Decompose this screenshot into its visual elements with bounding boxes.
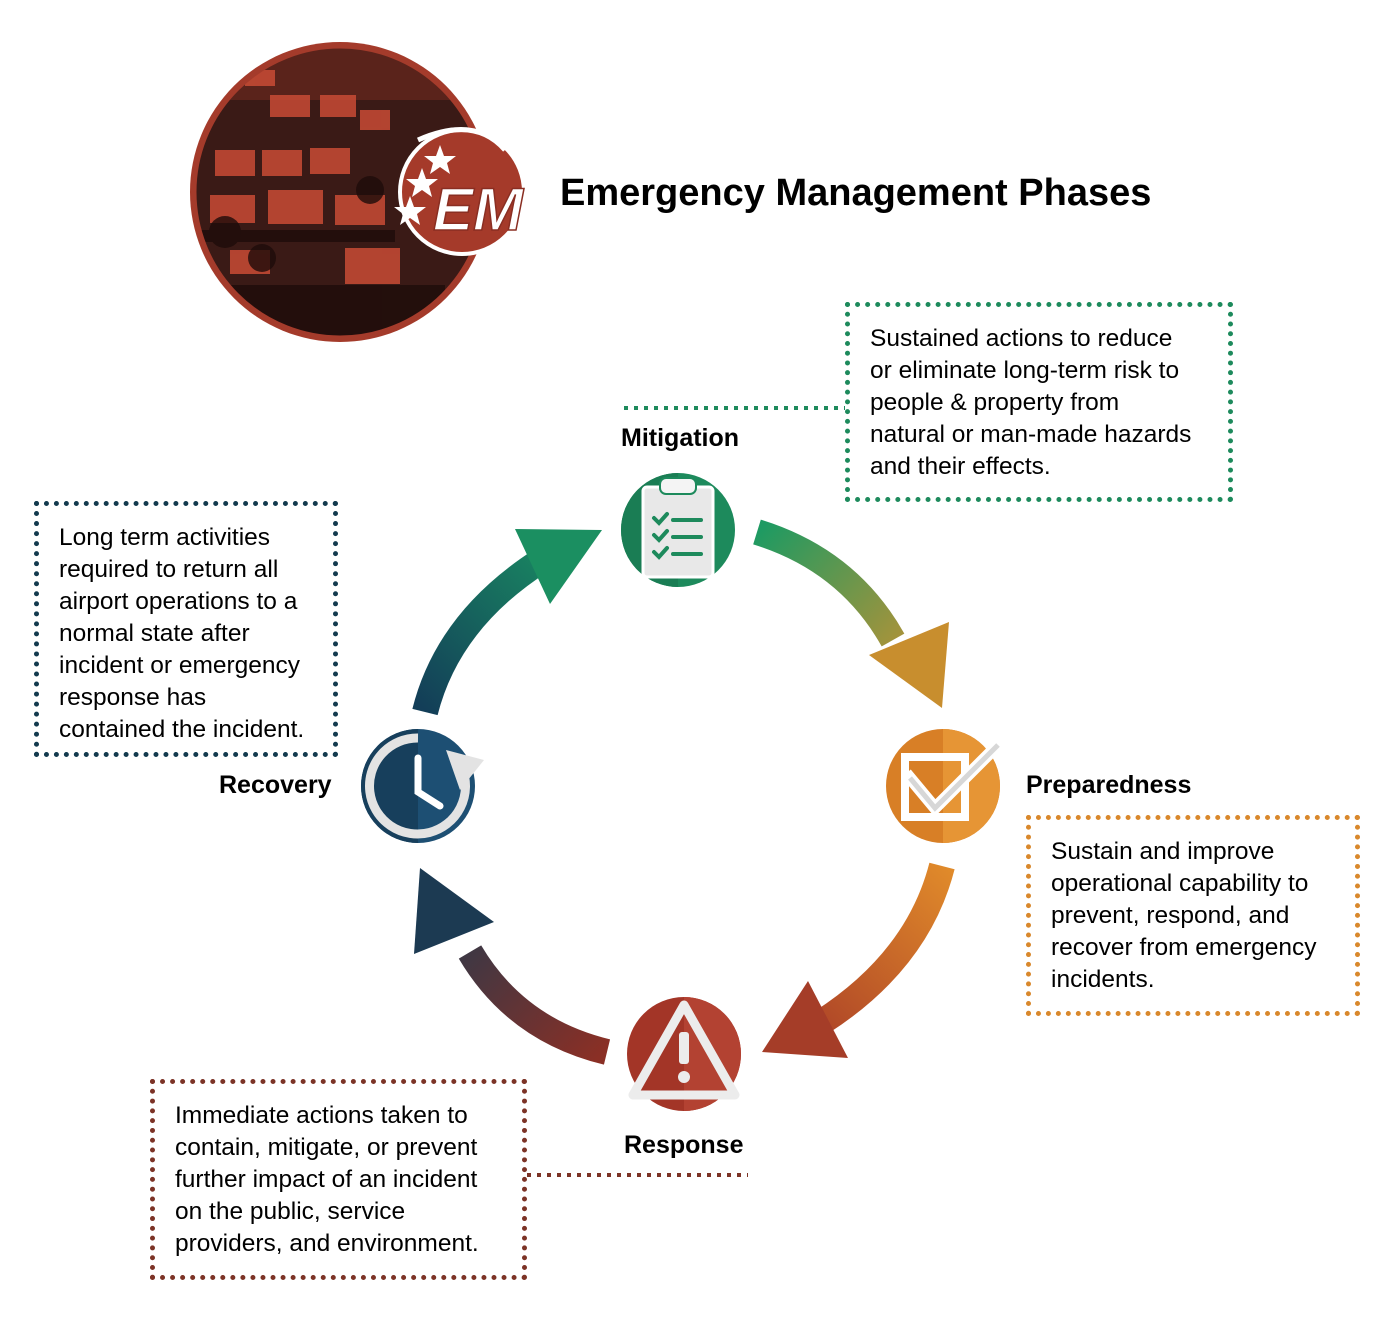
- em-logo: EM: [190, 42, 526, 342]
- preparedness-label: Preparedness: [1026, 771, 1192, 799]
- preparedness-description: Sustain and improve operational capabili…: [1026, 815, 1360, 1016]
- mitigation-description: Sustained actions to reduce or eliminate…: [845, 302, 1233, 502]
- recovery-description: Long term activities required to return …: [34, 501, 338, 757]
- arrow-preparedness-to-response: [762, 862, 955, 1058]
- response-label: Response: [624, 1131, 744, 1159]
- recovery-label: Recovery: [219, 771, 332, 799]
- clipboard-checklist-icon: [621, 473, 735, 587]
- arrow-response-to-recovery: [414, 868, 611, 1065]
- stars-logo: [394, 145, 456, 225]
- arrow-recovery-to-mitigation: [412, 529, 602, 716]
- warning-triangle-icon: [627, 997, 741, 1111]
- logo-text: EM: [433, 176, 525, 243]
- arrow-mitigation-to-preparedness: [753, 519, 949, 708]
- mitigation-label: Mitigation: [621, 424, 740, 452]
- checkbox-icon: [886, 729, 1007, 843]
- clock-refresh-icon: [361, 729, 484, 843]
- page-title: Emergency Management Phases: [560, 172, 1152, 214]
- response-description: Immediate actions taken to contain, miti…: [150, 1079, 527, 1280]
